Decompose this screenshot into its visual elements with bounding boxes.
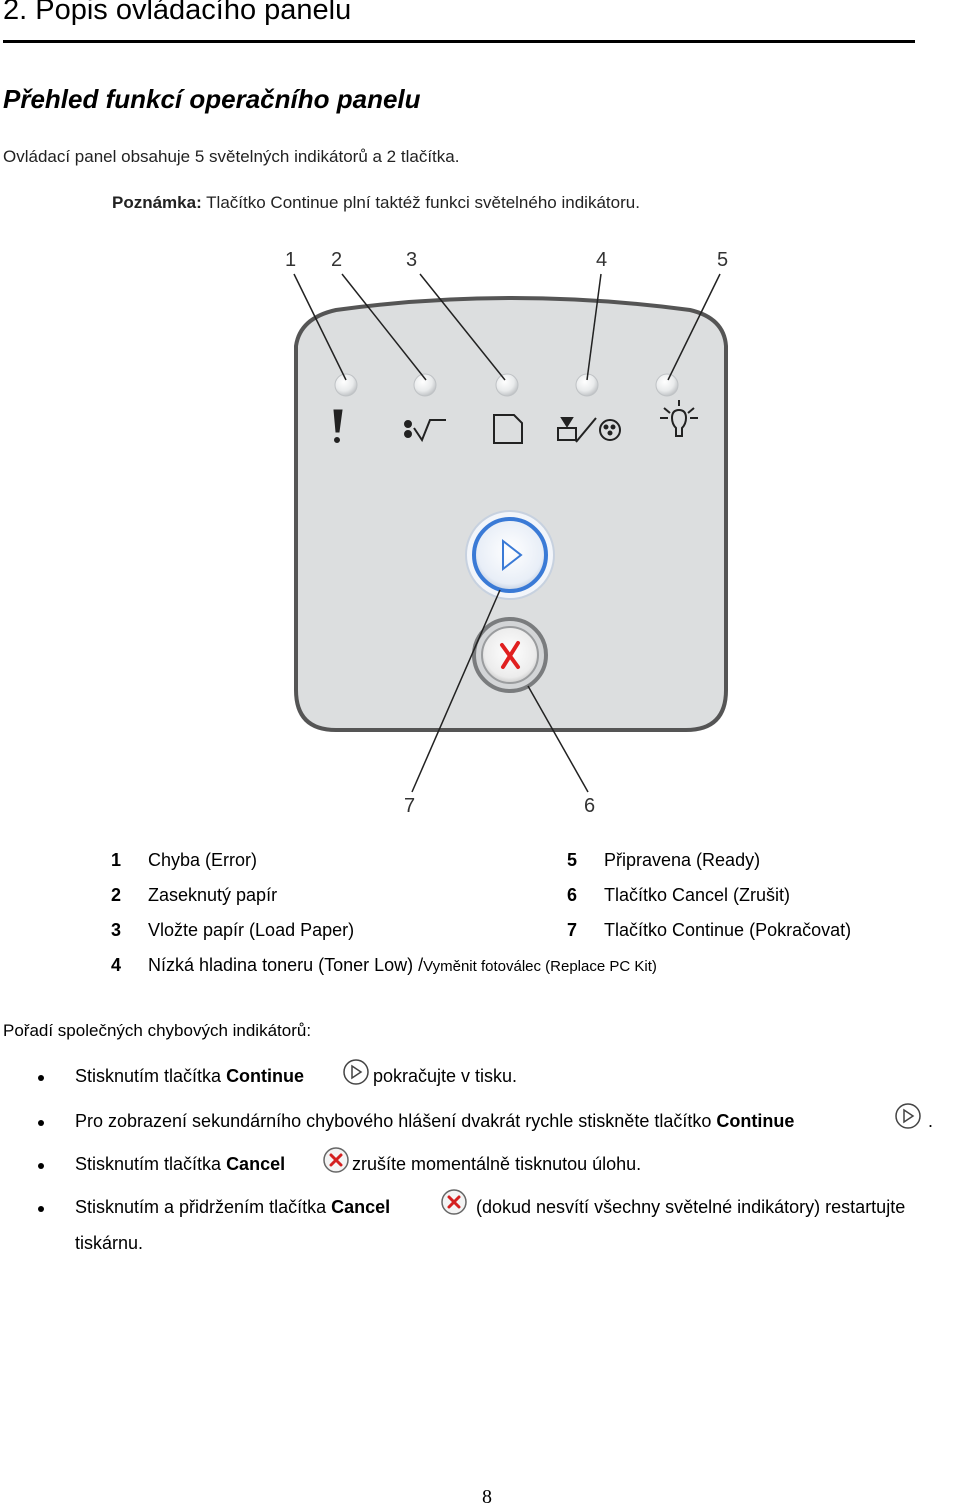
- page-number: 8: [482, 1486, 492, 1508]
- subtitle: Přehled funkcí operačního panelu: [3, 84, 421, 114]
- bullet-text-post: (dokud nesvítí všechny světelné indikáto…: [476, 1197, 906, 1217]
- section-title: 2. Popis ovládacího panelu: [3, 0, 352, 26]
- control-panel-diagram: 1 2 3 4 5 6 7: [285, 249, 728, 817]
- legend-text: Tlačítko Continue (Pokračovat): [604, 920, 852, 940]
- bullet-text: Stisknutím tlačítka Cancel: [75, 1154, 286, 1174]
- callout-6: 6: [584, 795, 595, 817]
- legend-num: 2: [111, 885, 122, 905]
- callout-numbers: 1 2 3 4 5 6 7: [285, 249, 728, 817]
- led-paper-jam: [413, 373, 437, 397]
- cancel-icon: [323, 1147, 349, 1173]
- legend-text: Chyba (Error): [148, 850, 258, 870]
- bullet-dot: [38, 1120, 44, 1126]
- callout-4: 4: [596, 249, 607, 271]
- bullet-dot: [38, 1206, 44, 1212]
- load-paper-icon: [493, 414, 523, 444]
- callout-7: 7: [404, 795, 415, 817]
- error-icon: [333, 409, 343, 443]
- callout-1: 1: [285, 249, 296, 271]
- bullet-text: Pro zobrazení sekundárního chybového hlá…: [75, 1111, 795, 1131]
- legend-text: Připravena (Ready): [604, 850, 761, 870]
- note: Poznámka: Tlačítko Continue plní taktéž …: [112, 193, 640, 213]
- bullet-text-post: pokračujte v tisku.: [373, 1066, 518, 1086]
- title-rule: [3, 40, 915, 43]
- legend-num: 1: [111, 850, 122, 870]
- led-load-paper: [495, 373, 519, 397]
- bullet-text: Stisknutím a přidržením tlačítka Cancel: [75, 1197, 391, 1217]
- legend-num: 6: [567, 885, 578, 905]
- legend-num: 7: [567, 920, 578, 940]
- bullet-dot: [38, 1075, 44, 1081]
- continue-button: [465, 510, 555, 600]
- bullet-dot: [38, 1163, 44, 1169]
- callout-2: 2: [331, 249, 342, 271]
- legend-text-main: Nízká hladina toneru (Toner Low) /: [148, 955, 424, 975]
- bullet-text-cont: tiskárnu.: [75, 1233, 144, 1253]
- bullet-text-post: .: [928, 1111, 934, 1131]
- legend-text: Tlačítko Cancel (Zrušit): [604, 885, 791, 905]
- note-text: Tlačítko Continue plní taktéž funkci svě…: [206, 193, 640, 212]
- callout-3: 3: [406, 249, 417, 271]
- bullet-text: Stisknutím tlačítka Continue: [75, 1066, 305, 1086]
- ready-icon: [660, 400, 698, 437]
- callout-5: 5: [717, 249, 728, 271]
- toner-low-icon: [557, 417, 621, 443]
- intro-text: Ovládací panel obsahuje 5 světelných ind…: [3, 147, 460, 166]
- led-toner-low: [575, 373, 599, 397]
- continue-icon: [343, 1059, 369, 1085]
- indicator-lights: [334, 373, 679, 397]
- callout-lines: [293, 273, 721, 793]
- note-label: Poznámka:: [112, 193, 202, 212]
- play-icon: [502, 538, 523, 572]
- paper-jam-icon: [404, 419, 446, 443]
- legend-num: 5: [567, 850, 578, 870]
- order-title: Pořadí společných chybových indikátorů:: [3, 1021, 312, 1040]
- cancel-icon: [441, 1189, 467, 1215]
- led-ready: [655, 373, 679, 397]
- cancel-x-icon: [500, 641, 520, 669]
- legend-num: 4: [111, 955, 122, 975]
- continue-icon: [895, 1103, 921, 1129]
- cancel-button: [472, 617, 548, 693]
- legend-num: 3: [111, 920, 122, 940]
- led-error: [334, 373, 358, 397]
- bullet-text-post: zrušíte momentálně tisknutou úlohu.: [352, 1154, 642, 1174]
- legend-text: Vložte papír (Load Paper): [148, 920, 355, 940]
- legend-text: Nízká hladina toneru (Toner Low) /Vyměni…: [148, 955, 657, 976]
- legend-text: Zaseknutý papír: [148, 885, 278, 905]
- legend-text-small: Vyměnit fotoválec (Replace PC Kit): [423, 958, 657, 975]
